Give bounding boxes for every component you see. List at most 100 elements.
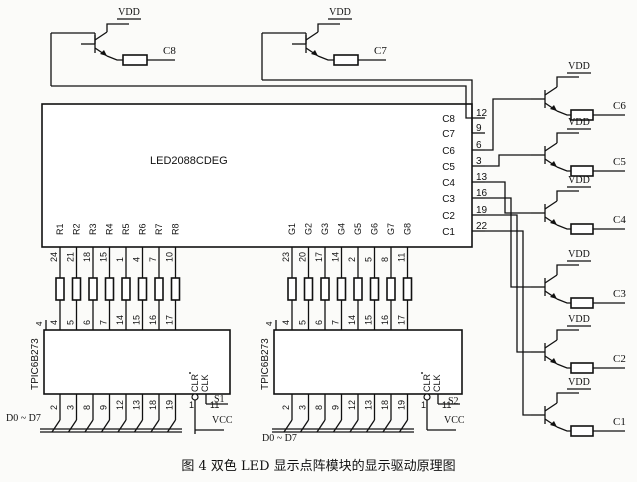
- driver-label-C6: C6: [613, 100, 626, 112]
- wire: [317, 55, 334, 61]
- col-route-C2: [485, 214, 531, 353]
- vdd-wire: [556, 329, 579, 340]
- red-pin-number: 1: [115, 257, 125, 262]
- vdd-label: VDD: [568, 314, 590, 325]
- red-resistor: [88, 277, 98, 301]
- vdd-wire: [556, 132, 579, 143]
- pin: 4: [265, 321, 274, 326]
- red-resistor: [121, 277, 131, 301]
- red-driver-chip: [43, 329, 231, 395]
- driver-label-C3: C3: [613, 288, 626, 300]
- module-name: LED2088CDEG: [150, 155, 228, 167]
- bus-tap: [283, 419, 293, 433]
- green-resistor: [303, 277, 314, 301]
- col-label-C1: C1: [442, 227, 455, 238]
- transistor-C1-collector: [544, 402, 558, 412]
- red-row-label: R5: [121, 223, 131, 235]
- q-pin-number: 16: [380, 315, 390, 325]
- clr-pin: 1: [189, 400, 194, 410]
- transistor-C8-collector: [94, 31, 108, 41]
- col-label-C2: C2: [442, 211, 455, 222]
- d-pin-number: 2: [49, 405, 59, 410]
- red-row-label: R6: [138, 223, 148, 235]
- d-pin-number: 9: [331, 405, 341, 410]
- bus-tap: [349, 419, 359, 433]
- bus-tap: [150, 419, 160, 433]
- red-clr-label: CLR: [190, 373, 200, 392]
- col-label-C6: C6: [442, 146, 455, 157]
- col-pin-number: 12: [476, 108, 488, 119]
- resistor-C2: [570, 362, 594, 374]
- transistor-C4-emitter-arrow: [550, 219, 557, 225]
- q-pin-number: 7: [99, 320, 109, 325]
- col-pin-number: 16: [476, 188, 488, 199]
- green-resistor: [287, 277, 297, 301]
- q-pin-number: 5: [298, 320, 308, 325]
- q-pin-number: 16: [148, 315, 158, 325]
- resistor-C4: [570, 223, 594, 235]
- red-pin-number: 15: [99, 252, 109, 262]
- col-label-C5: C5: [442, 162, 455, 173]
- clk-pin: 11: [442, 400, 451, 410]
- col-route-C3: [485, 197, 531, 288]
- green-row-label: G8: [403, 223, 413, 235]
- green-chip-name: TPIC6B273: [260, 338, 271, 390]
- q-pin-number: 15: [364, 315, 374, 325]
- d-pin-number: 3: [66, 405, 76, 410]
- red-pin-number: 24: [49, 252, 59, 262]
- bus-tap: [316, 419, 326, 433]
- bus-tap: [382, 419, 392, 433]
- q-pin-number: 7: [331, 320, 341, 325]
- red-row-label: R4: [105, 223, 115, 235]
- red-clk-label: CLK: [200, 374, 210, 392]
- col-label-C3: C3: [442, 194, 455, 205]
- driver-label-C8: C8: [163, 45, 176, 57]
- red-pin-number: 18: [82, 252, 92, 262]
- green-clk-label: CLK: [432, 374, 442, 392]
- bus-tap: [133, 419, 144, 433]
- vdd-label: VDD: [568, 175, 590, 186]
- transistor-C7-collector: [305, 31, 319, 41]
- red-row-label: R3: [88, 223, 98, 235]
- transistor-C1-emitter-arrow: [550, 421, 557, 427]
- q-pin-number: 14: [115, 315, 125, 325]
- wire: [556, 363, 571, 369]
- d-pin-number: 18: [148, 400, 158, 410]
- q-pin-number: 17: [397, 315, 407, 325]
- switch-label-S1: S1: [214, 394, 225, 405]
- green-clr-label: CLR: [422, 373, 432, 392]
- green-vcc-label: VCC: [444, 415, 465, 426]
- red-resistor: [170, 277, 181, 301]
- wire: [106, 55, 123, 61]
- green-row-label: G2: [304, 223, 314, 235]
- green-pin-number: 8: [380, 257, 390, 262]
- resistor-C3: [570, 297, 594, 309]
- green-pin-number: 5: [364, 257, 374, 262]
- c7-route: [262, 79, 473, 133]
- driver-label-C5: C5: [613, 156, 626, 168]
- vdd-label: VDD: [568, 117, 590, 128]
- green-resistor: [386, 277, 396, 301]
- col-pin-number: 13: [476, 172, 488, 183]
- q-pin-number: 4: [281, 320, 291, 325]
- red-row-label: R1: [55, 223, 65, 235]
- red-vcc-label: VCC: [212, 415, 233, 426]
- clk-pin: 11: [210, 400, 219, 410]
- transistor-C2-emitter-arrow: [550, 358, 557, 364]
- bus-tap: [51, 419, 61, 433]
- vdd-label: VDD: [118, 7, 140, 18]
- vdd-wire: [556, 76, 579, 87]
- transistor-C6-emitter-arrow: [550, 105, 557, 111]
- col-label-C8: C8: [442, 114, 455, 125]
- q-pin-number: 6: [82, 320, 92, 325]
- red-pin-number: 10: [165, 252, 175, 262]
- transistor-C6-collector: [544, 86, 558, 96]
- q-pin-number: 17: [165, 315, 175, 325]
- wire: [556, 166, 571, 172]
- green-row-label: G1: [287, 223, 297, 235]
- switch-label-S2: S2: [448, 396, 459, 407]
- figure-caption: 图 4 双色 LED 显示点阵模块的显示驱动原理图: [181, 459, 456, 474]
- d-pin-number: 12: [115, 400, 125, 410]
- driver-label-C1: C1: [613, 416, 626, 428]
- green-pin-number: 17: [314, 252, 324, 262]
